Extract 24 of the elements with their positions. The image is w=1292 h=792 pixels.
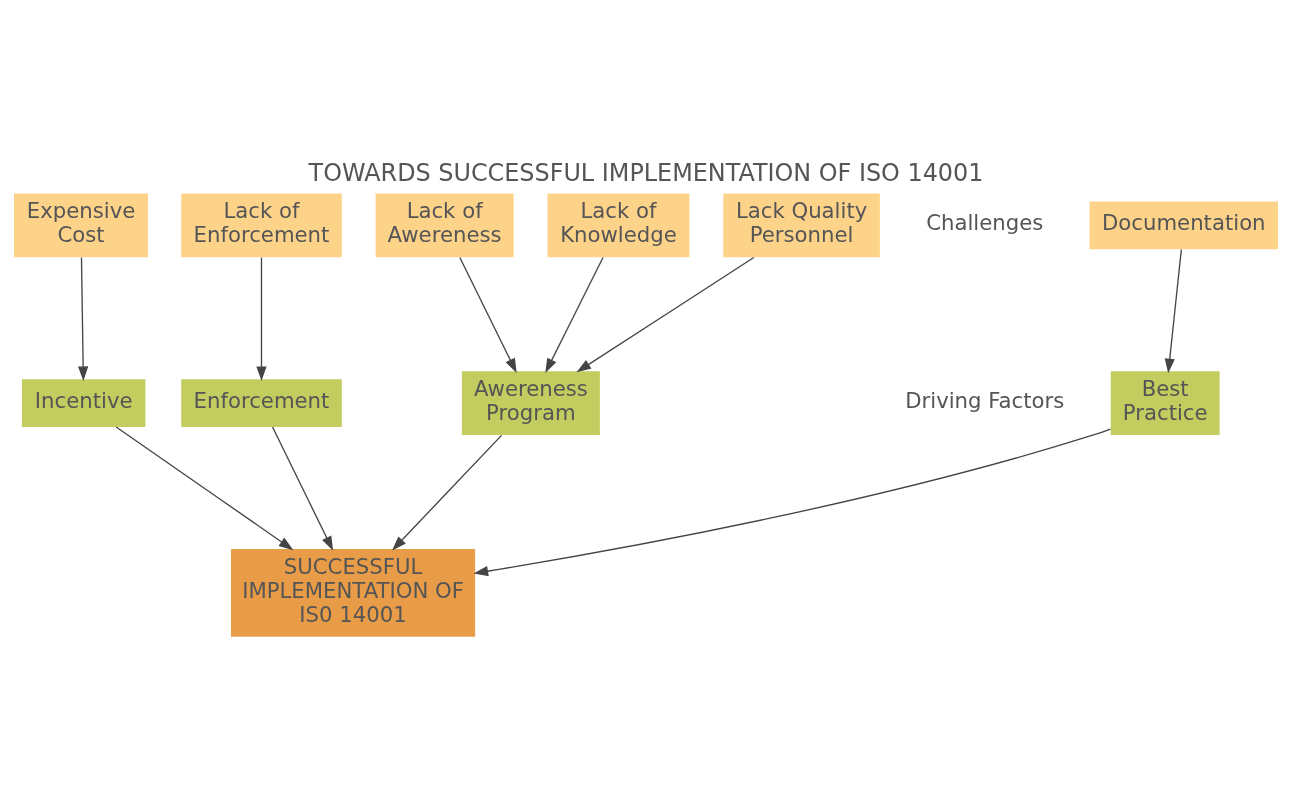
arrow [1164, 248, 1182, 373]
arrow [545, 256, 604, 373]
arrow [473, 427, 1112, 576]
node-box: Expensive Cost [14, 192, 149, 257]
node-box: Best Practice [1110, 370, 1220, 435]
arrow [392, 434, 503, 551]
node-box: Lack of Awereness [375, 192, 514, 257]
arrow [115, 425, 294, 550]
node-box: Awereness Program [461, 370, 600, 435]
arrow [256, 256, 267, 381]
diagram-title: TOWARDS SUCCESSFUL IMPLEMENTATION OF ISO 14001 [308, 158, 984, 187]
arrow [576, 256, 755, 372]
arrow [271, 425, 334, 551]
node-box: Enforcement [181, 378, 342, 427]
label: Driving Factors [905, 387, 1065, 413]
arrow [459, 256, 517, 373]
node-box: Lack of Enforcement [181, 192, 342, 257]
node-box: SUCCESSFUL IMPLEMENTATION OF IS0 14001 [230, 548, 476, 637]
node-box: Documentation [1089, 200, 1278, 249]
node-box: Lack of Knowledge [547, 192, 690, 257]
node-box: Incentive [21, 378, 146, 427]
node-box: Lack Quality Personnel [723, 192, 880, 257]
label: Challenges [926, 209, 1044, 235]
arrow [78, 256, 89, 381]
